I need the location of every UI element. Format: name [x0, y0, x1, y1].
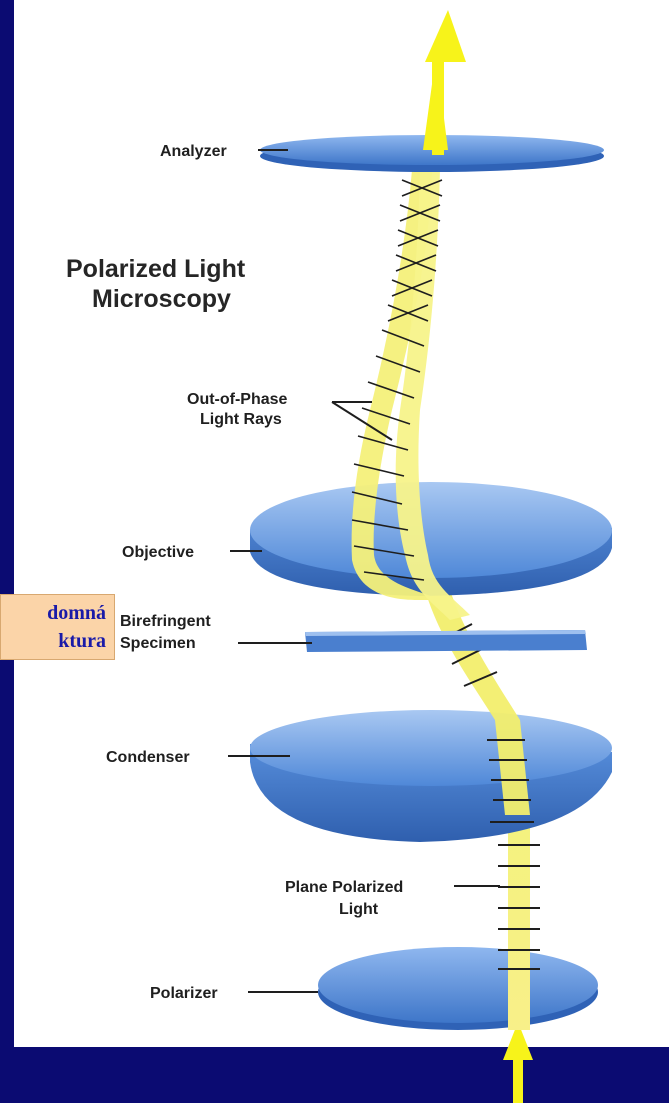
callout-line1: domná	[1, 599, 106, 627]
diagram-title-line2: Microscopy	[92, 285, 231, 313]
out-of-phase-label-line2: Light Rays	[200, 411, 282, 428]
plane-polarized-label-line2: Light	[339, 901, 379, 918]
analyzer-label: Analyzer	[160, 143, 227, 160]
polarizer-disc	[318, 947, 598, 1030]
polarizer-label: Polarizer	[150, 985, 218, 1002]
birefringent-label-line1: Birefringent	[120, 613, 211, 630]
exiting-light-arrow	[423, 10, 466, 155]
out-of-phase-label-line1: Out-of-Phase	[187, 391, 288, 408]
objective-label: Objective	[122, 544, 194, 561]
condenser-lens	[250, 710, 612, 842]
diagram-title-line1: Polarized Light	[66, 255, 246, 283]
callout-box: domná ktura	[0, 594, 115, 660]
condenser-label: Condenser	[106, 749, 190, 766]
birefringent-label-line2: Specimen	[120, 635, 196, 652]
plane-polarized-label-line1: Plane Polarized	[285, 879, 403, 896]
birefringent-specimen	[305, 630, 587, 652]
incoming-light-arrow	[503, 1022, 533, 1103]
callout-line2: ktura	[1, 627, 106, 655]
